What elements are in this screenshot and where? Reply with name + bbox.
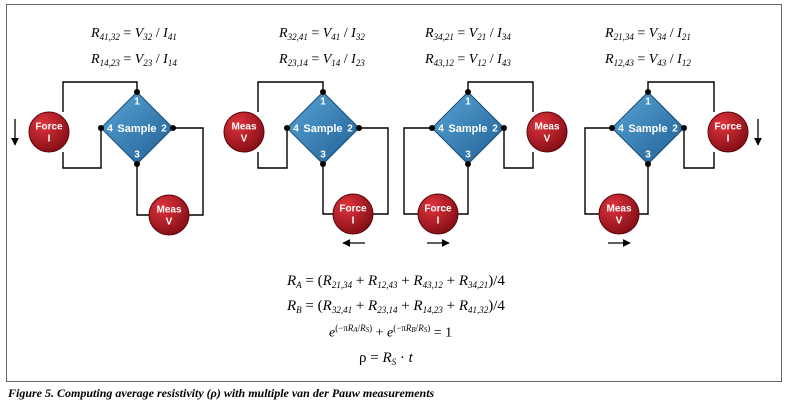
force-unit-label: I bbox=[48, 134, 51, 145]
figure-caption: Figure 5. Computing average resistivity … bbox=[8, 386, 435, 400]
wire bbox=[503, 128, 534, 169]
wire bbox=[458, 164, 469, 215]
corner-label-1: 1 bbox=[645, 97, 651, 108]
force-label: Force bbox=[714, 122, 742, 133]
config4-eq1: R21,34 = V34 / I21 bbox=[605, 26, 691, 42]
force-circle bbox=[332, 193, 374, 235]
van-der-pauw-diagram: Sample1234ForceIMeasVSample1234MeasVForc… bbox=[11, 81, 762, 247]
contact-dot bbox=[645, 89, 651, 95]
contact-dot bbox=[356, 125, 362, 131]
sample-label: Sample bbox=[448, 123, 487, 135]
wire bbox=[257, 128, 288, 169]
force-unit-label: I bbox=[727, 134, 730, 145]
force-circle bbox=[417, 193, 459, 235]
config1-eq1: R41,32 = V32 / I41 bbox=[91, 26, 177, 42]
config2-eq2: R23,14 = V14 / I23 bbox=[279, 52, 365, 68]
contact-dot bbox=[429, 125, 435, 131]
wire bbox=[359, 127, 389, 215]
sample-label: Sample bbox=[628, 123, 667, 135]
meas-unit-label: V bbox=[241, 134, 248, 145]
contact-dot bbox=[609, 125, 615, 131]
sample-label: Sample bbox=[303, 123, 342, 135]
wire bbox=[584, 127, 612, 215]
contact-dot bbox=[501, 125, 507, 131]
meas-label: Meas bbox=[606, 204, 631, 215]
meas-unit-label: V bbox=[166, 217, 173, 228]
config2-eq1: R32,41 = V41 / I32 bbox=[279, 26, 365, 42]
contact-dot bbox=[134, 89, 140, 95]
force-circle bbox=[28, 111, 70, 153]
wire bbox=[639, 164, 649, 215]
wire bbox=[322, 164, 333, 215]
wire bbox=[136, 164, 149, 216]
formula-ra: RA = (R21,34 + R12,43 + R43,12 + R34,21)… bbox=[287, 273, 505, 290]
corner-label-4: 4 bbox=[618, 124, 624, 135]
corner-label-1: 1 bbox=[465, 97, 471, 108]
corner-label-4: 4 bbox=[293, 124, 299, 135]
contact-dot bbox=[681, 125, 687, 131]
contact-dot bbox=[98, 125, 104, 131]
corner-label-4: 4 bbox=[107, 124, 113, 135]
corner-label-2: 2 bbox=[672, 124, 678, 135]
corner-label-2: 2 bbox=[347, 124, 353, 135]
corner-label-3: 3 bbox=[320, 150, 326, 161]
corner-label-1: 1 bbox=[320, 97, 326, 108]
force-label: Force bbox=[35, 122, 63, 133]
force-circle bbox=[707, 111, 749, 153]
wire bbox=[403, 127, 432, 215]
meas-circle bbox=[148, 194, 190, 236]
contact-dot bbox=[465, 161, 471, 167]
meas-label: Meas bbox=[231, 122, 256, 133]
config4-eq2: R12,43 = V43 / I12 bbox=[605, 52, 691, 68]
force-unit-label: I bbox=[437, 216, 440, 227]
meas-unit-label: V bbox=[616, 216, 623, 227]
formula-rho: ρ = RS · t bbox=[359, 350, 413, 367]
meas-unit-label: V bbox=[544, 134, 551, 145]
wire bbox=[173, 127, 204, 216]
wire bbox=[62, 81, 138, 112]
force-unit-label: I bbox=[352, 216, 355, 227]
config3-eq1: R34,21 = V21 / I34 bbox=[425, 26, 511, 42]
meas-circle bbox=[526, 111, 568, 153]
contact-dot bbox=[320, 161, 326, 167]
contact-dot bbox=[134, 161, 140, 167]
corner-label-3: 3 bbox=[645, 150, 651, 161]
contact-dot bbox=[170, 125, 176, 131]
corner-label-1: 1 bbox=[134, 97, 140, 108]
contact-dot bbox=[645, 161, 651, 167]
formula-rb: RB = (R32,41 + R23,14 + R14,23 + R41,32)… bbox=[287, 298, 505, 315]
wire bbox=[683, 128, 715, 169]
corner-label-2: 2 bbox=[492, 124, 498, 135]
meas-circle bbox=[223, 111, 265, 153]
sample-label: Sample bbox=[117, 123, 156, 135]
meas-circle bbox=[598, 193, 640, 235]
corner-label-2: 2 bbox=[161, 124, 167, 135]
meas-label: Meas bbox=[156, 205, 181, 216]
wire bbox=[467, 81, 534, 112]
wire bbox=[257, 81, 324, 112]
config1-eq2: R14,23 = V23 / I14 bbox=[91, 52, 177, 68]
contact-dot bbox=[465, 89, 471, 95]
config3-eq2: R43,12 = V12 / I43 bbox=[425, 52, 511, 68]
corner-label-3: 3 bbox=[134, 150, 140, 161]
contact-dot bbox=[284, 125, 290, 131]
wire bbox=[62, 128, 102, 169]
meas-label: Meas bbox=[534, 122, 559, 133]
corner-label-3: 3 bbox=[465, 150, 471, 161]
contact-dot bbox=[320, 89, 326, 95]
corner-label-4: 4 bbox=[438, 124, 444, 135]
formula-vdp: e(−πRA/RS) + e(−πRB/RS) = 1 bbox=[329, 323, 453, 341]
force-label: Force bbox=[339, 204, 367, 215]
wire bbox=[647, 81, 715, 112]
force-label: Force bbox=[424, 204, 452, 215]
